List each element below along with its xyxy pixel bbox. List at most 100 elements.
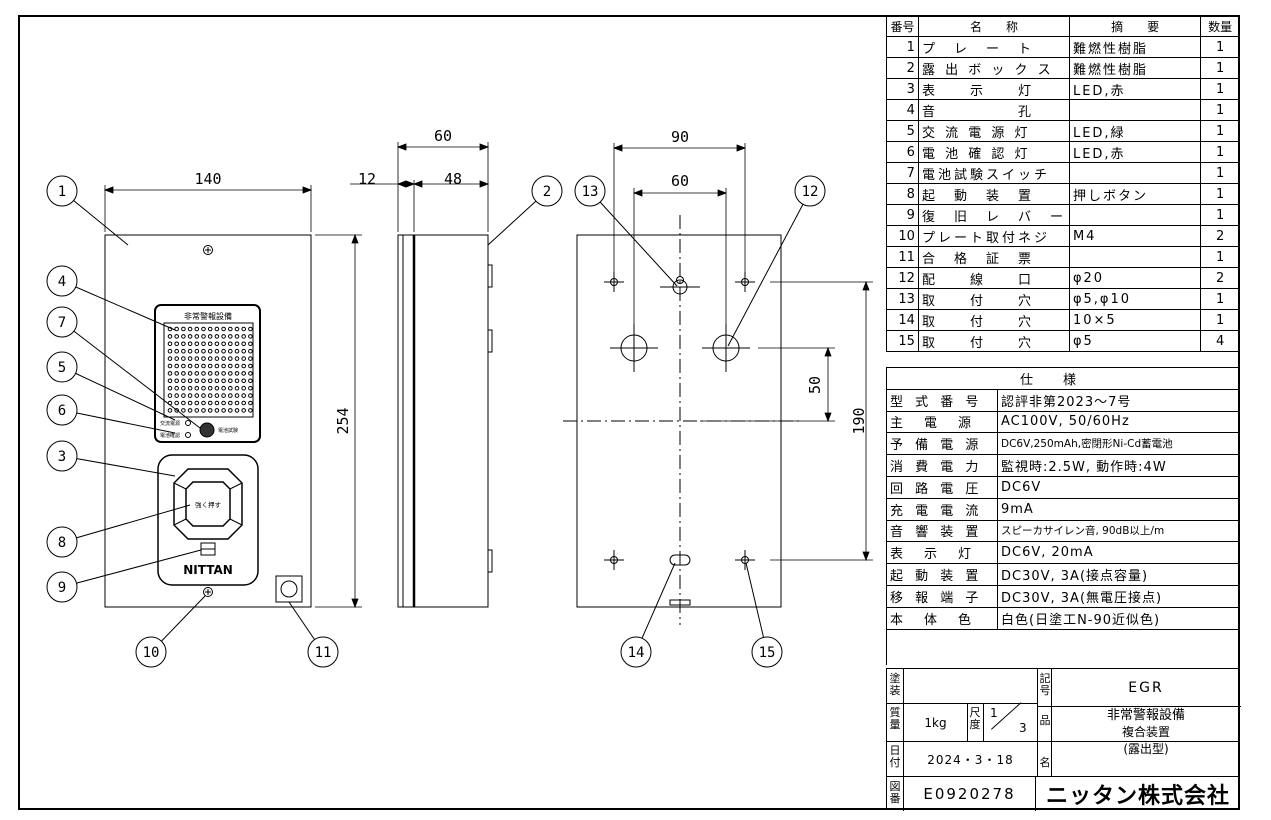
parts-cell-qty: 1 (1200, 309, 1240, 331)
balloon-number: 15 (759, 645, 776, 661)
parts-cell-remark (1068, 162, 1202, 184)
spec-value: DC30V, 3A(無電圧接点) (997, 584, 1240, 608)
parts-cell-qty: 1 (1200, 183, 1240, 205)
plate-screw-top (203, 245, 213, 255)
ac-led-label: 交流電源 (160, 420, 180, 427)
certification-label (275, 575, 303, 603)
balloon-circle (46, 571, 78, 603)
spec-row: 型 式 番 号認評非第2023～7号 (886, 388, 1240, 412)
speaker-title: 非常警報設備 (184, 311, 232, 321)
parts-cell-qty: 2 (1200, 267, 1240, 289)
spec-row: 音 響 装 置スピーカサイレン音, 90dB以上/m (886, 519, 1240, 543)
product-name-line2: 複合装置 (1121, 725, 1170, 739)
spec-value: スピーカサイレン音, 90dB以上/m (997, 519, 1240, 543)
date-value: 2024・3・18 (927, 752, 1014, 767)
spec-key: 本 体 色 (886, 606, 998, 630)
parts-cell-no: 11 (886, 246, 919, 268)
spec-key: 回 路 電 圧 (886, 475, 998, 499)
balloon-circle (531, 175, 563, 207)
dimension-back_width: 90 (671, 128, 689, 146)
balloon-circle (307, 636, 339, 668)
spec-value: 監視時:2.5W, 動作時:4W (997, 454, 1240, 477)
spec-header: 仕様 (886, 367, 1240, 390)
parts-cell-no: 1 (886, 36, 919, 58)
balloon-circle (46, 306, 78, 338)
parts-cell-name: 露 出 ボ ッ ク ス (917, 57, 1070, 79)
spec-key: 消 費 電 力 (886, 454, 998, 477)
parts-cell-remark: φ5,φ10 (1068, 288, 1202, 310)
parts-cell-qty: 1 (1200, 246, 1240, 268)
parts-cell-remark: 難燃性樹脂 (1068, 36, 1202, 58)
product-name-line3: (露出型) (1123, 742, 1169, 756)
parts-cell-name: 電 池 確 認 灯 (917, 141, 1070, 163)
button-label: 強く押す (195, 500, 222, 509)
spec-value: DC6V (997, 475, 1240, 499)
parts-cell-no: 6 (886, 141, 919, 163)
balloon-number: 1 (58, 184, 66, 200)
parts-cell-remark: 難燃性樹脂 (1068, 57, 1202, 79)
balloon-circle (46, 265, 78, 297)
dimension-side_depth: 60 (434, 127, 452, 145)
parts-cell-name: 音 孔 (917, 99, 1070, 121)
leader-line (61, 455, 176, 477)
brand-logo: NITTAN (183, 563, 233, 577)
speaker-grille (167, 326, 253, 413)
side-view (397, 234, 493, 608)
spec-key: 充 電 電 流 (886, 497, 998, 521)
scale-label: 尺度 (969, 706, 981, 731)
symbol-value: EGR (1128, 679, 1164, 696)
balloon-circle (620, 636, 652, 668)
balloon-number: 12 (802, 184, 819, 200)
leader-line (61, 280, 176, 331)
header-no: 番号 (886, 15, 919, 37)
spec-key: 表 示 灯 (886, 541, 998, 565)
balloon-circle (46, 440, 78, 472)
drawing-no-label: 図番 (889, 780, 901, 805)
parts-cell-remark: φ5 (1068, 330, 1202, 352)
leader-line (61, 321, 201, 429)
company-logo: ニッタン株式会社 (1045, 784, 1230, 809)
plate-screw-bottom (203, 587, 213, 597)
parts-cell-qty: 1 (1200, 162, 1240, 184)
parts-cell-remark (1068, 204, 1202, 226)
leader-line (61, 409, 176, 434)
product-name-line1: 非常警報設備 (1106, 708, 1185, 723)
alarm-button-inner (185, 481, 231, 527)
balloon-circle (46, 394, 78, 426)
balloon-number: 8 (58, 535, 66, 551)
title-block: 塗装 記号 EGR 質量 1kg 尺度 1 3 品 名 非常警報設備 複合装置 … (886, 668, 1241, 811)
leader-lines (61, 190, 811, 653)
parts-cell-name: 合 格 証 票 (917, 246, 1070, 268)
balloon-circle (751, 636, 783, 668)
technical-drawing: 非常警報設備 交流電源 電池確認 電池試験 強く押す NITTAN 140254… (46, 127, 873, 668)
spec-key: 移 報 端 子 (886, 584, 998, 608)
scale-numerator: 1 (990, 706, 998, 720)
parts-cell-qty: 2 (1200, 225, 1240, 247)
spec-value: 9mA (997, 497, 1240, 521)
balloon-circle (794, 175, 826, 207)
parts-cell-remark: LED,赤 (1068, 78, 1202, 100)
parts-cell-no: 13 (886, 288, 919, 310)
spec-value: DC6V,250mAh,密閉形Ni-Cd蓄電池 (997, 432, 1240, 456)
balloon-number: 14 (628, 645, 645, 661)
parts-cell-qty: 1 (1200, 36, 1240, 58)
parts-cell-no: 10 (886, 225, 919, 247)
parts-cell-name: 配 線 口 (917, 267, 1070, 289)
balloon-number: 10 (143, 645, 160, 661)
balloon-number: 11 (315, 645, 332, 661)
